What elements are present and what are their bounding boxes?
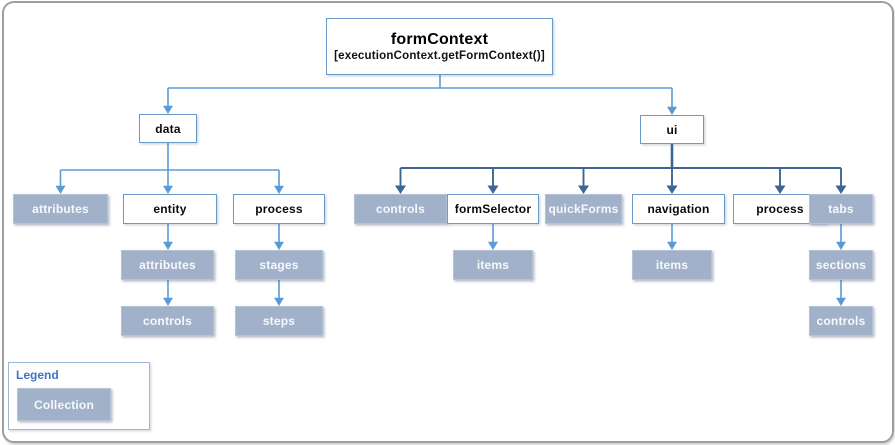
node-entity-attributes: attributes	[121, 250, 214, 280]
legend-title: Legend	[16, 368, 59, 382]
node-entity: entity	[123, 194, 217, 224]
node-formselector-items: items	[453, 250, 533, 280]
node-steps: steps	[235, 306, 323, 336]
legend-collection-chip: Collection	[17, 388, 111, 421]
formcontext-title: formContext	[390, 31, 489, 48]
node-data-process: process	[233, 194, 325, 224]
node-formselector: formSelector	[447, 194, 539, 224]
node-stages: stages	[235, 250, 323, 280]
formcontext-subtitle: [executionContext.getFormContext()]	[334, 50, 545, 62]
node-data: data	[139, 114, 197, 143]
node-ui: ui	[640, 115, 704, 144]
legend-box: Legend Collection	[8, 362, 150, 430]
node-tabs: tabs	[809, 194, 873, 224]
node-data-attributes: attributes	[13, 194, 108, 224]
node-sections: sections	[809, 250, 873, 280]
dark-connectors	[399, 167, 842, 187]
node-formcontext: formContext [executionContext.getFormCon…	[326, 18, 553, 75]
node-tabs-controls: controls	[809, 306, 873, 336]
node-quickforms: quickForms	[545, 194, 622, 224]
dark-arrowheads	[395, 185, 847, 194]
node-entity-controls: controls	[121, 306, 214, 336]
node-ui-controls: controls	[354, 194, 447, 224]
node-navigation-items: items	[632, 250, 712, 280]
node-navigation: navigation	[632, 194, 725, 224]
